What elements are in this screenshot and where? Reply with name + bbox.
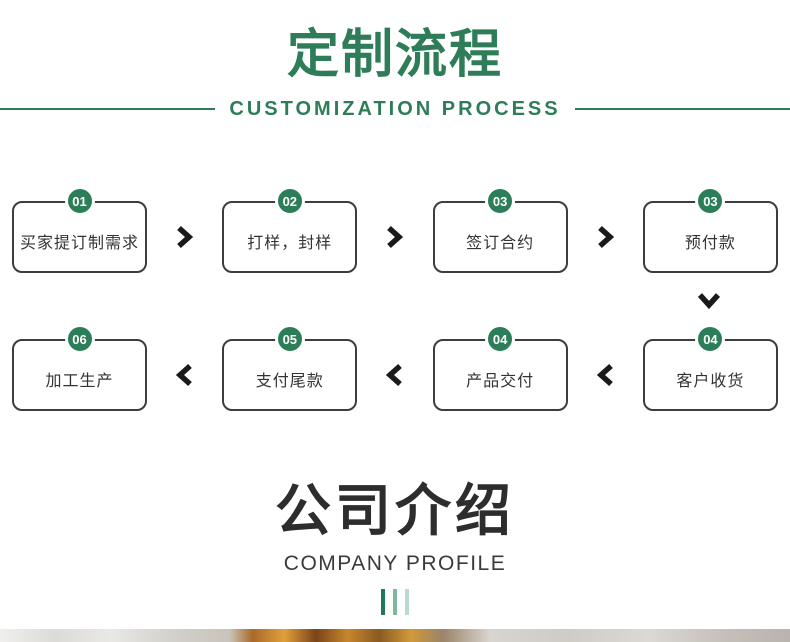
arrow-left-icon bbox=[592, 363, 618, 387]
customization-subtitle: CUSTOMIZATION PROCESS bbox=[229, 97, 561, 120]
step-label: 预付款 bbox=[684, 235, 736, 253]
step-number-badge: 01 bbox=[64, 186, 95, 217]
accent-bar-dark bbox=[381, 588, 385, 615]
step-number-badge: 05 bbox=[274, 324, 305, 355]
arrow-down-icon bbox=[697, 292, 721, 314]
step-label: 加工生产 bbox=[45, 373, 114, 391]
step-label: 支付尾款 bbox=[255, 373, 324, 391]
accent-bars-icon bbox=[0, 588, 790, 615]
step-number-badge: 03 bbox=[695, 186, 726, 217]
customization-flowchart: 01 买家提订制需求 02 打样，封样 03 签订合约 03 bbox=[0, 186, 790, 412]
step-number-badge: 02 bbox=[274, 186, 305, 217]
flow-row-2: 06 加工生产 05 支付尾款 04 产品交付 04 bbox=[0, 324, 790, 412]
step-card-production: 06 加工生产 bbox=[12, 324, 147, 412]
customization-title: 定制流程 bbox=[286, 26, 503, 84]
accent-bar-medium bbox=[393, 588, 397, 615]
step-number-badge: 03 bbox=[485, 186, 516, 217]
arrow-left-icon bbox=[382, 363, 408, 387]
step-card-sample: 02 打样，封样 bbox=[222, 186, 358, 274]
step-number-badge: 06 bbox=[64, 324, 95, 355]
step-card-sign-contract: 03 签订合约 bbox=[432, 186, 568, 274]
accent-bar-light bbox=[405, 588, 409, 615]
bottom-photo-strip bbox=[0, 629, 790, 642]
company-header: 公司介绍 COMPANY PROFILE bbox=[0, 479, 790, 615]
company-subtitle: COMPANY PROFILE bbox=[283, 551, 507, 575]
step-label: 买家提订制需求 bbox=[19, 235, 139, 253]
step-label: 客户收货 bbox=[676, 373, 745, 391]
step-card-product-delivery: 04 产品交付 bbox=[432, 324, 568, 412]
step-card-customer-receipt: 04 客户收货 bbox=[642, 324, 778, 412]
step-card-buyer-demand: 01 买家提订制需求 bbox=[12, 186, 147, 274]
step-label: 打样，封样 bbox=[247, 235, 333, 253]
customization-subtitle-divider: CUSTOMIZATION PROCESS bbox=[0, 97, 790, 121]
arrow-left-icon bbox=[172, 363, 198, 387]
step-card-prepayment: 03 预付款 bbox=[642, 186, 778, 274]
arrow-right-icon bbox=[172, 225, 198, 249]
company-title: 公司介绍 bbox=[275, 479, 515, 543]
step-number-badge: 04 bbox=[695, 324, 726, 355]
step-label: 签订合约 bbox=[466, 235, 535, 253]
arrow-right-icon bbox=[592, 225, 618, 249]
step-card-final-payment: 05 支付尾款 bbox=[222, 324, 358, 412]
step-number-badge: 04 bbox=[485, 324, 516, 355]
arrow-right-icon bbox=[382, 225, 408, 249]
divider-line-left bbox=[0, 108, 216, 111]
step-label: 产品交付 bbox=[466, 373, 535, 391]
flow-turn-connector bbox=[0, 273, 790, 339]
flow-row-1: 01 买家提订制需求 02 打样，封样 03 签订合约 03 bbox=[0, 186, 790, 274]
divider-line-right bbox=[574, 108, 790, 111]
